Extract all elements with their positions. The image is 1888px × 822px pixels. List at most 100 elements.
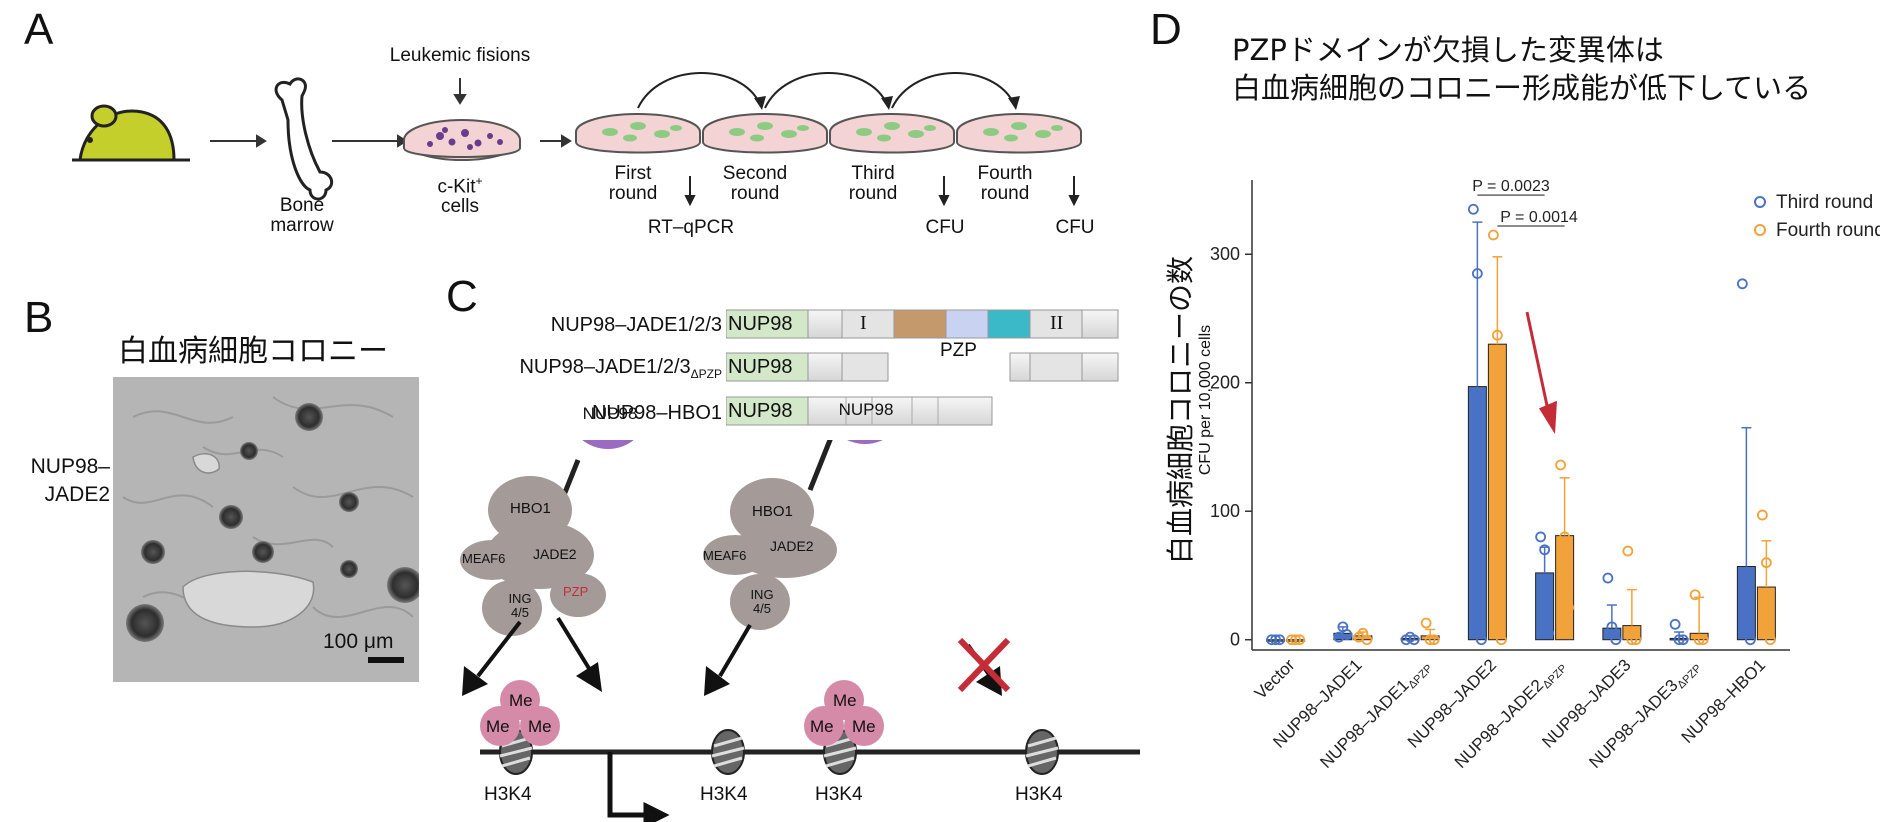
data-point xyxy=(1555,459,1567,471)
round-label-third-1: Third xyxy=(851,163,895,184)
panel-d-title-line1: PZPドメインが欠損した変異体は xyxy=(1232,33,1664,67)
panel-b-label: B xyxy=(24,293,54,342)
data-point xyxy=(1270,634,1282,646)
data-point xyxy=(1764,634,1776,646)
cross-icon xyxy=(957,637,1011,693)
data-point xyxy=(1495,634,1507,646)
construct1-name: NUP98–JADE1/2/3 xyxy=(550,314,722,336)
p-value-1: P = 0.0023 xyxy=(1472,178,1550,195)
round-label-first-2: round xyxy=(608,182,658,204)
h3k4-1: H3K4 xyxy=(484,784,532,805)
pzp-domain-label: PZP xyxy=(940,340,977,361)
data-point xyxy=(1475,634,1487,646)
data-point xyxy=(1693,634,1705,646)
y-tick-label: 300 xyxy=(1210,244,1240,264)
complex-left xyxy=(460,440,634,696)
panel-d-label: D xyxy=(1150,5,1182,54)
y-tick-label: 0 xyxy=(1230,630,1240,650)
ing-right-1: ING xyxy=(750,587,774,602)
me-r3: Me xyxy=(852,717,876,736)
micrograph: 100 μm xyxy=(113,377,419,682)
ckit-dish-icon xyxy=(403,119,521,161)
cfu-label-2: CFU xyxy=(1055,217,1095,238)
data-point xyxy=(1736,278,1748,290)
nup98-bubble-right: NUP98 xyxy=(838,400,894,419)
panel-d-title: PZPドメインが欠損した変異体は 白血病細胞のコロニー形成能が低下している xyxy=(1232,32,1811,107)
legend-label: Fourth round xyxy=(1776,220,1880,241)
round-label-second: Second round xyxy=(700,164,810,204)
data-point xyxy=(1760,557,1772,569)
data-point xyxy=(1756,509,1768,521)
bar xyxy=(1467,386,1487,641)
legend-label: Third round xyxy=(1776,192,1873,213)
data-point xyxy=(1539,544,1551,556)
round-label-third-2: round xyxy=(848,182,898,204)
bar xyxy=(1555,535,1575,641)
domain-roman-1: I xyxy=(860,312,867,334)
hbo1-left: HBO1 xyxy=(510,500,551,517)
data-point xyxy=(1535,531,1547,543)
data-point xyxy=(1420,617,1432,629)
meaf6-right: MEAF6 xyxy=(703,548,747,563)
data-point xyxy=(1610,634,1622,646)
legend-marker xyxy=(1754,224,1766,236)
data-point xyxy=(1630,634,1642,646)
ing-left: ING 4/5 xyxy=(500,591,540,621)
data-point xyxy=(1744,634,1756,646)
ckit-label: c-Kit+ cells xyxy=(410,175,510,217)
round-label-first-1: First xyxy=(614,163,652,184)
panel-a-workflow xyxy=(72,72,1082,207)
colony-spots xyxy=(126,403,419,642)
data-point xyxy=(1424,634,1436,646)
data-point xyxy=(1559,531,1571,543)
construct3-name: NUP98–HBO1 xyxy=(591,402,722,424)
red-arrow xyxy=(1525,311,1551,416)
me-r2: Me xyxy=(810,717,834,736)
nup98-bubble-left: NUP98 xyxy=(582,404,638,423)
complex-right xyxy=(703,440,1011,696)
round-label-second-2: round xyxy=(730,182,780,204)
mouse-icon xyxy=(72,104,190,162)
round-label-fourth-2: round xyxy=(980,182,1030,204)
y-tick-label: 100 xyxy=(1210,501,1240,521)
side-label-line1: NUP98– xyxy=(30,455,110,478)
y-axis-label-en: CFU per 10,000 cells xyxy=(1197,325,1214,475)
domain-diagram xyxy=(726,309,1119,426)
data-point xyxy=(1626,634,1638,646)
panel-b-side-label: NUP98– JADE2 xyxy=(0,453,110,510)
meaf6-left: MEAF6 xyxy=(462,551,506,566)
ing-left-1: ING xyxy=(508,591,532,606)
round-label-second-1: Second xyxy=(722,163,788,184)
data-point xyxy=(1467,203,1479,215)
data-point xyxy=(1677,634,1689,646)
micrograph-image xyxy=(113,377,419,682)
nup98-domain-1 xyxy=(726,309,809,339)
data-point xyxy=(1471,268,1483,279)
round-label-third: Third round xyxy=(823,164,923,204)
bone-label-line1: Bone xyxy=(279,195,325,216)
round-label-first: First round xyxy=(583,164,683,204)
side-label-line2: JADE2 xyxy=(44,483,110,507)
nup98-domain-3 xyxy=(726,396,809,426)
round-label-fourth: Fourth round xyxy=(950,164,1060,204)
p-value-2: P = 0.0014 xyxy=(1500,209,1578,226)
pzp-left: PZP xyxy=(563,584,589,599)
nup98-domain-2 xyxy=(726,352,809,382)
cfu-label-1: CFU xyxy=(925,217,965,238)
scale-bar xyxy=(368,657,404,663)
round-dishes xyxy=(575,113,1082,154)
nup98-box-label-1: NUP98 xyxy=(728,313,793,335)
data-point xyxy=(1622,545,1634,557)
data-point xyxy=(1294,634,1306,646)
data-point xyxy=(1697,634,1709,646)
data-point xyxy=(1266,634,1278,646)
bar xyxy=(1756,586,1776,641)
leukemic-fisions-label: Leukemic fisions xyxy=(389,45,531,66)
data-point xyxy=(1543,627,1555,639)
panel-b-title: 白血病細胞コロニー xyxy=(118,334,388,369)
ing-left-2: 4/5 xyxy=(510,605,530,621)
rtqpcr-label: RT–qPCR xyxy=(647,217,735,238)
data-point xyxy=(1491,329,1503,341)
construct2-name: NUP98–JADE1/2/3ΔPZP xyxy=(498,356,722,381)
